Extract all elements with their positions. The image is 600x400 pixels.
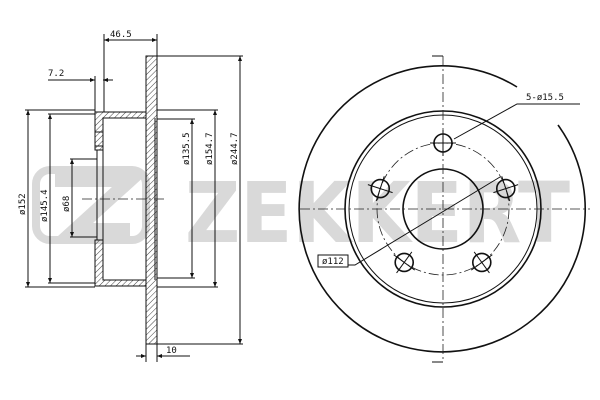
dim-hat-thickness: 7.2 [48,69,64,79]
front-view: 5-ø15.5 ø112 [298,55,590,363]
dim-d-hat-inner: ø145.4 [40,189,50,222]
bolt-hole-label: 5-ø15.5 [526,93,564,103]
bolt-hole-centerline [375,176,385,202]
dim-d-outer: ø244.7 [230,132,240,165]
bolt-hole-centerline [393,254,416,271]
bolt-hole [495,178,516,199]
dim-d-inner-step: ø135.5 [182,132,192,165]
bolt-hole [471,252,492,273]
dim-d-center-bore: ø68 [62,196,72,212]
bolt-hole-leader [453,103,580,140]
section-view: 46.5 7.2 ø152 ø145.4 ø68 ø135.5 ø154.7 ø… [18,30,243,362]
bolt-circle-leader [348,176,501,266]
bolt-circle-label: ø112 [322,257,344,267]
outer-edge-circle [298,65,586,353]
bolt-hole-centerline [470,254,493,271]
dim-disc-thickness: 10 [166,346,177,356]
bolt-holes [367,130,519,274]
bolt-circle-label-box [317,254,349,268]
dim-d-friction-inner: ø154.7 [205,132,215,165]
bolt-hole-centerline [501,176,511,202]
rotor-plate-section [145,55,158,345]
bolt-hole [394,252,415,273]
bolt-hole [370,178,391,199]
dim-overall-height: 46.5 [110,30,132,40]
dim-d-hat-outer: ø152 [18,193,28,215]
